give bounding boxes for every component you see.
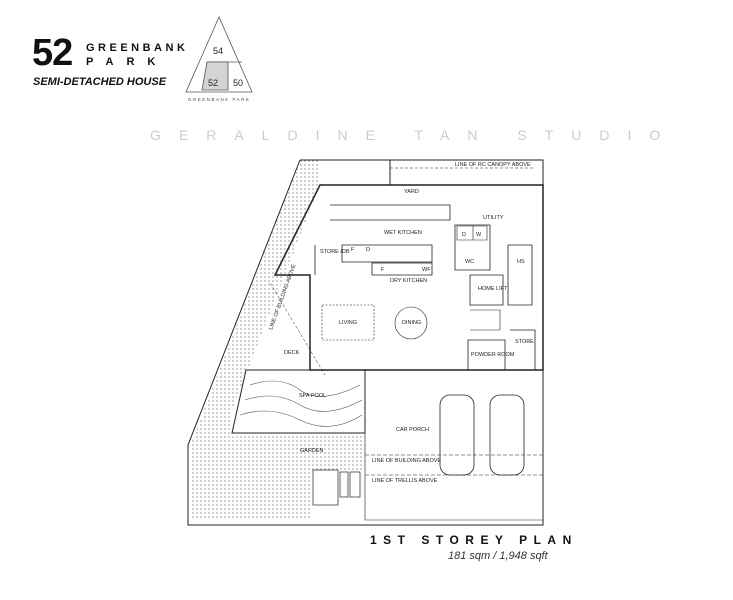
label-dry-kitchen: DRY KITCHEN [390, 278, 427, 284]
fixture-wine-fridge: WF [422, 267, 431, 273]
label-deck: DECK [284, 350, 300, 356]
note-rc-canopy: LINE OF RC CANOPY ABOVE [455, 162, 531, 168]
label-utility: UTILITY [483, 215, 504, 221]
label-store-db: STORE /DB [320, 249, 350, 255]
label-spa-pool: SPA POOL [299, 393, 326, 399]
site-plan [187, 159, 544, 526]
label-wc: WC [465, 259, 474, 265]
key-plan: 54 52 50 GREENBANK PARK [185, 16, 253, 102]
label-store: STORE [515, 339, 534, 345]
fixture-fridge-dry: F [381, 267, 385, 273]
label-wet-kitchen: WET KITCHEN [384, 230, 422, 236]
key-unit-50: 50 [233, 78, 243, 88]
key-road-label: GREENBANK PARK [188, 97, 250, 102]
fixture-dryer: D [462, 232, 466, 238]
label-garden: GARDEN [300, 448, 324, 454]
label-living: LIVING [339, 320, 357, 326]
label-car-porch: CAR PORCH [396, 427, 429, 433]
label-home-lift: HOME LIFT [478, 286, 508, 292]
note-trellis: LINE OF TRELLIS ABOVE [372, 478, 438, 484]
plan-title: 1ST STOREY PLAN [370, 533, 578, 547]
fixture-fridge: F [351, 247, 355, 253]
fixture-dishwasher: D [366, 247, 370, 253]
label-dining: DINING [402, 320, 421, 326]
label-yard: YARD [404, 189, 419, 195]
watermark: GERALDINE TAN STUDIO [150, 127, 678, 143]
house-type: SEMI-DETACHED HOUSE [33, 76, 167, 88]
house-number: 52 [32, 32, 73, 74]
label-powder-room: POWDER ROOM [471, 352, 515, 358]
key-unit-52: 52 [208, 78, 218, 88]
note-building-above-porch: LINE OF BUILDING ABOVE [372, 458, 441, 464]
street-name-line2: PARK [86, 56, 169, 68]
fixture-washer: W [476, 232, 482, 238]
plan-area: 181 sqm / 1,948 sqft [448, 550, 548, 562]
street-name-line1: GREENBANK [86, 42, 189, 54]
label-hs: HS [517, 259, 525, 265]
key-unit-54: 54 [213, 46, 223, 56]
